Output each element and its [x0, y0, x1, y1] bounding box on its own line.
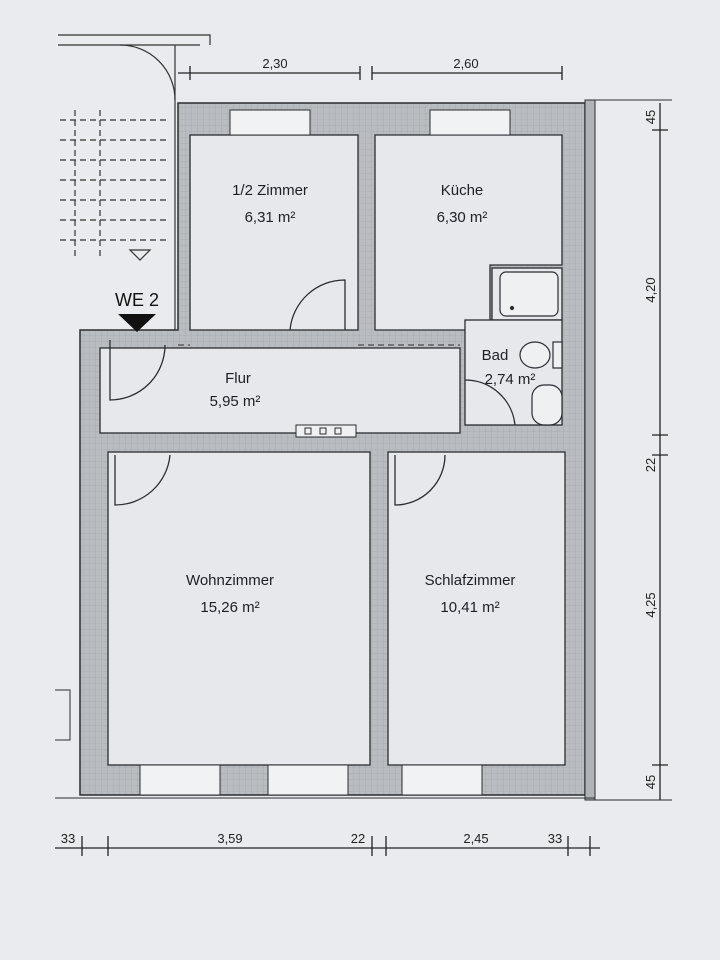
- radiator: [295, 424, 357, 438]
- staircase: [58, 34, 211, 330]
- dimension-label: 45: [643, 775, 658, 789]
- room-area: 2,74 m²: [485, 371, 536, 388]
- dimension-label: 3,59: [217, 831, 242, 846]
- room-area: 15,26 m²: [200, 599, 259, 616]
- dimension-label: 2,30: [262, 56, 287, 71]
- dimension-label: 4,25: [643, 592, 658, 617]
- entrance-arrow-icon: [118, 314, 156, 332]
- room-area: 10,41 m²: [440, 599, 499, 616]
- room-hallway: [99, 347, 461, 434]
- room-name: Küche: [441, 182, 484, 199]
- dimension-label: 33: [61, 831, 75, 846]
- room-name: Schlafzimmer: [425, 572, 516, 589]
- room-name: 1/2 Zimmer: [232, 182, 308, 199]
- dimension-label: 22: [643, 458, 658, 472]
- doors: [109, 279, 516, 506]
- dimension-label: 22: [351, 831, 365, 846]
- dimension-label: 33: [548, 831, 562, 846]
- dimension-label: 2,60: [453, 56, 478, 71]
- dimension-label: 4,20: [643, 277, 658, 302]
- dimension-label: 45: [643, 110, 658, 124]
- room-area: 5,95 m²: [210, 393, 261, 410]
- room-area: 6,31 m²: [245, 209, 296, 226]
- dimension-label: 2,45: [463, 831, 488, 846]
- room-name: Bad: [482, 347, 509, 364]
- room-area: 6,30 m²: [437, 209, 488, 226]
- room-name: Flur: [225, 370, 251, 387]
- room-living: [107, 451, 371, 766]
- bath-fixtures: [499, 271, 563, 426]
- room-name: Wohnzimmer: [186, 572, 274, 589]
- windows: [139, 109, 511, 796]
- dimension-lines: [55, 66, 668, 856]
- room-bedroom: [387, 451, 566, 766]
- room-half-room: [189, 134, 359, 331]
- unit-label: WE 2: [115, 290, 159, 310]
- room-kitchen: [374, 134, 563, 331]
